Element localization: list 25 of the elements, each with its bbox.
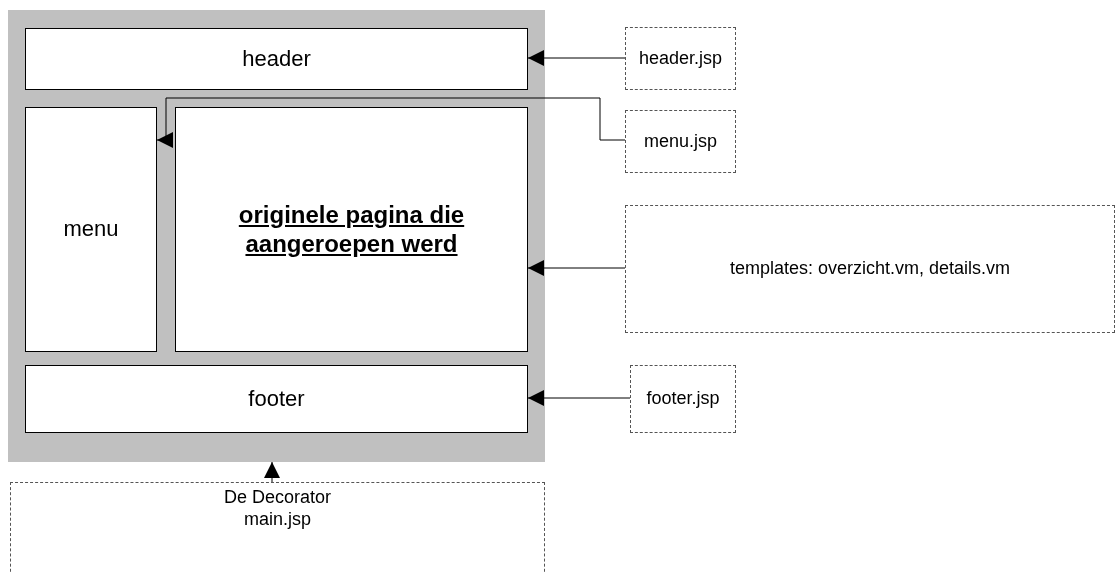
box-label: menu [63, 216, 119, 243]
menu-region [25, 107, 157, 352]
arrow [527, 260, 626, 276]
arrow [527, 390, 631, 406]
file-box [625, 110, 736, 173]
arrow [156, 97, 626, 148]
page-frame [8, 10, 545, 462]
content-region [175, 107, 528, 352]
footer-region [25, 365, 528, 433]
box-label: footer [248, 385, 305, 413]
box-label: main.jsp [244, 508, 311, 531]
box-label: De Decorator [223, 487, 331, 509]
template-box [625, 205, 1115, 333]
file-box [630, 365, 736, 433]
header-region [25, 28, 528, 90]
box-label: footer.jsp [646, 388, 720, 410]
arrow [527, 50, 626, 66]
file-box [625, 27, 736, 90]
box-label: templates: overzicht.vm, details.vm [729, 258, 1011, 280]
box-label: header [242, 45, 311, 73]
decorator-box [10, 482, 545, 572]
page-title: originele pagina die aangeroepen werd [237, 200, 466, 259]
box-label: menu.jsp [643, 130, 717, 153]
box-label: header.jsp [638, 47, 723, 70]
arrow [264, 461, 280, 483]
